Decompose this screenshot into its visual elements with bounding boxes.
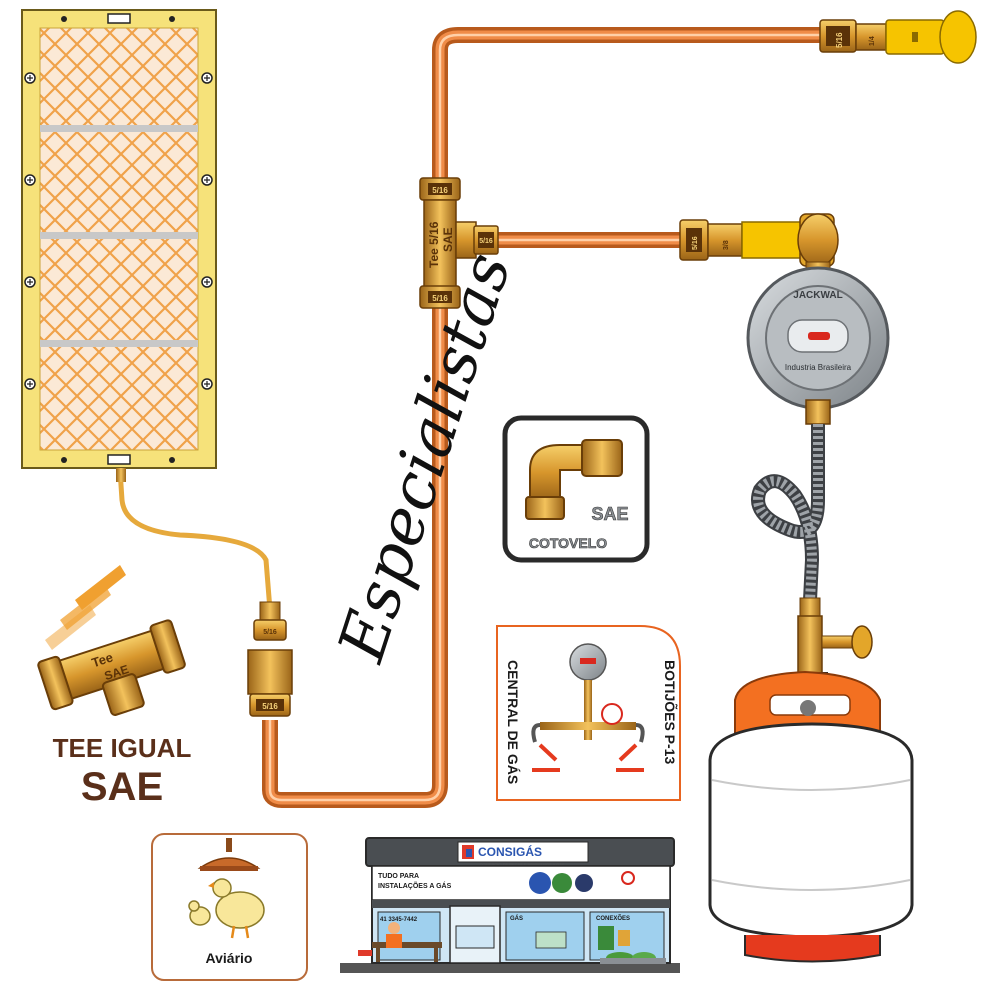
heater-feed-hose [117, 469, 273, 611]
tee-igual-sae-icon: Tee SAE TEE IGUAL SAE [37, 565, 192, 809]
inline-fitting-bottom-size: 5/16 [262, 702, 278, 711]
cotovelo-sae-card: SAE COTOVELO [502, 415, 650, 563]
tee-icon-label-line1: Tee [90, 649, 115, 670]
copper-pipe-network [262, 27, 830, 808]
tee-igual-title: TEE IGUAL [53, 733, 192, 763]
consigas-storefront: CONSIGÁS COMÉRCIO DE PEÇAS E APARELHOS A… [340, 837, 680, 973]
heater-hose-nipple [116, 468, 126, 482]
store-phone: 41 3345-7442 [380, 917, 418, 923]
tee-side-size-label: 5/16 [479, 238, 493, 245]
store-banner-line2: INSTALAÇÕES A GÁS [378, 881, 452, 890]
tee-bottom-size-label: 5/16 [432, 294, 448, 303]
cotovelo-name-label: COTOVELO [529, 535, 607, 551]
inline-fitting-top-size: 5/16 [263, 629, 277, 636]
top-union-thread-label: 1/4 [869, 36, 876, 46]
regulator-origin: Industria Brasileira [785, 363, 852, 372]
aviario-card: Aviário [151, 833, 308, 981]
branch-union-size-label: 5/16 [692, 236, 699, 250]
aviario-label: Aviário [206, 950, 253, 966]
inline-fitting-5-16: 5/16 5/16 [247, 601, 293, 717]
central-de-gas-label: CENTRAL DE GÁS [505, 660, 521, 784]
tee-body-label-line2: SAE [441, 227, 455, 252]
store-section-conexoes: CONEXÕES [596, 915, 630, 922]
infrared-heater-panel [21, 9, 217, 469]
braided-gas-hose [751, 424, 825, 601]
gas-pressure-regulator: JACKWAL Industria Brasileira [746, 266, 890, 425]
store-section-gas: GÁS [510, 915, 523, 922]
tee-body-label-line1: Tee 5/16 [427, 221, 441, 268]
branch-valve-assembly: 5/16 3/8 [679, 213, 839, 275]
p13-gas-cylinder [708, 615, 914, 963]
store-tagline: COMÉRCIO DE PEÇAS E APARELHOS A GÁS [479, 862, 564, 867]
cotovelo-sae-label: SAE [591, 504, 628, 524]
hose-end-nut [799, 597, 821, 617]
regulator-brand: JACKWAL [793, 290, 842, 301]
tee-top-size-label: 5/16 [432, 186, 448, 195]
store-banner-line1: TUDO PARA [378, 873, 419, 880]
store-name: CONSIGÁS [478, 844, 542, 859]
central-de-gas-card: BOTIJÕES P-13 CENTRAL DE GÁS [496, 625, 681, 801]
tee-igual-subtitle: SAE [81, 765, 163, 809]
botijoes-p13-label: BOTIJÕES P-13 [662, 660, 679, 764]
top-union-size-label: 5/16 [835, 32, 844, 48]
branch-union-thread-label: 3/8 [723, 240, 730, 250]
top-valve-assembly: 5/16 1/4 [819, 10, 977, 64]
tee-fitting-5-16: 5/16 5/16 Tee 5/16 SAE 5/16 [419, 177, 499, 309]
